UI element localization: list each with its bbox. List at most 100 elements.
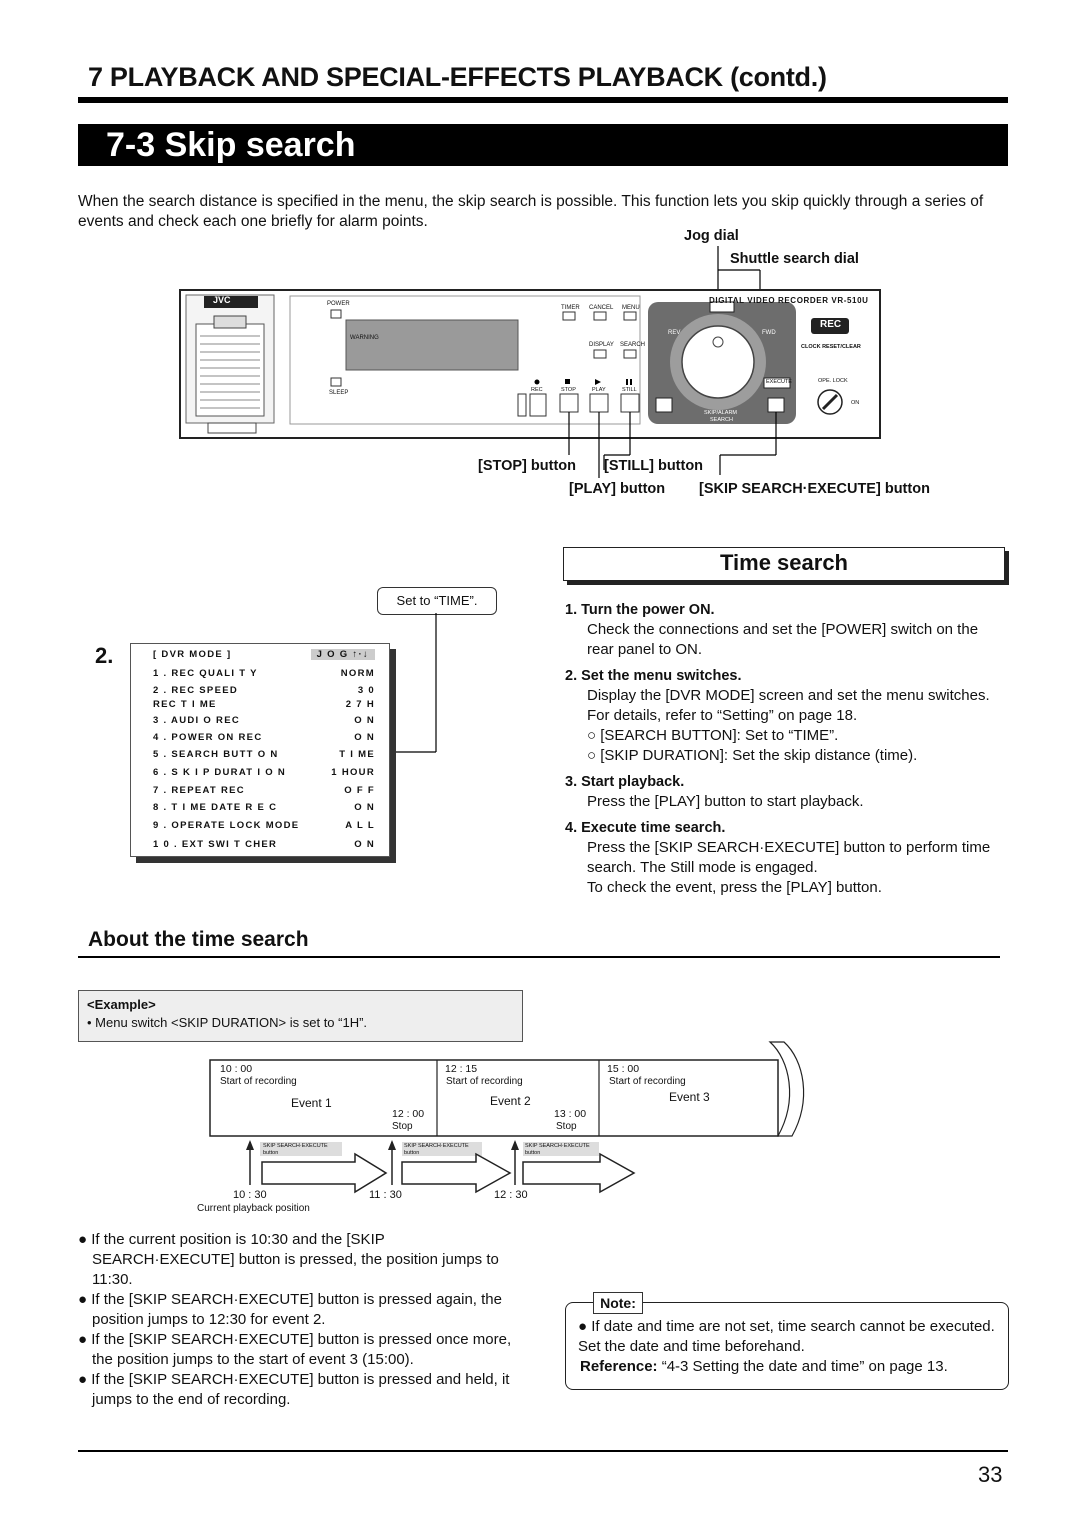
time-search-heading: Time search (719, 550, 848, 575)
event1-stop: 12 : 00 (392, 1108, 425, 1120)
position-3: 12 : 30 (494, 1189, 528, 1201)
step-4-text-2: To check the event, press the [PLAY] but… (587, 879, 882, 896)
still-button-label: [STILL] button (604, 458, 704, 474)
about-rule (78, 956, 1000, 958)
brand-logo: JVC (213, 295, 231, 305)
play-button-label: [PLAY] button (569, 481, 666, 497)
event3-start-label: Start of recording (609, 1076, 686, 1087)
step-2-option-2: ○ [SKIP DURATION]: Set the skip distance… (587, 747, 918, 764)
dvr-front-panel (179, 246, 881, 478)
note-reference: Reference: “4-3 Setting the date and tim… (580, 1358, 948, 1375)
dvr-mode-menu-screen: [ DVR MODE ] J O G ↑·↓ 1 . REC QUALI T Y… (130, 643, 390, 857)
step-2-option-1: ○ [SEARCH BUTTON]: Set to “TIME”. (587, 727, 839, 744)
rec-label: REC (531, 387, 543, 393)
step-3-text: Press the [PLAY] button to start playbac… (587, 793, 864, 810)
example-text: • Menu switch <SKIP DURATION> is set to … (87, 1015, 368, 1030)
timeline-diagram (209, 1041, 805, 1194)
execute-label: EXECUTE (766, 379, 792, 385)
bullet-item: ● If the [SKIP SEARCH·EXECUTE] button is… (78, 1331, 512, 1368)
set-to-callout: Set to “TIME”. (377, 587, 497, 615)
bullet-list: ● If the current position is 10:30 and t… (78, 1230, 528, 1410)
bullet-item: ● If the [SKIP SEARCH·EXECUTE] button is… (78, 1291, 502, 1328)
power-label: POWER (327, 301, 350, 307)
display-label: DISPLAY (589, 342, 614, 348)
time-search-steps: 1. Turn the power ON. Check the connecti… (565, 600, 1005, 898)
step-4-title: 4. Execute time search. (565, 820, 726, 836)
warning-label: WARNING (350, 335, 379, 341)
cancel-label: CANCEL (589, 305, 614, 311)
fwd-label: FWD (762, 330, 776, 336)
footer-rule (78, 1450, 1008, 1452)
chapter-rule (78, 97, 1008, 103)
bullet-item: ● If the current position is 10:30 and t… (78, 1231, 499, 1288)
step-1-title: 1. Turn the power ON. (565, 602, 715, 618)
sleep-label: SLEEP (329, 390, 349, 396)
about-heading: About the time search (88, 928, 309, 951)
chapter-title: 7 PLAYBACK AND SPECIAL-EFFECTS PLAYBACK … (88, 62, 827, 92)
jog-dial-label: Jog dial (684, 228, 739, 244)
note-tag: Note: (593, 1292, 643, 1314)
skip-button-tag-sub: button (404, 1150, 420, 1156)
skip-button-tag: SKIP SEARCH·EXECUTE (404, 1143, 469, 1149)
current-position-label: Current playback position (197, 1203, 310, 1214)
event2-start-label: Start of recording (446, 1076, 523, 1087)
skip-alarm-label: SKIP/ALARM (704, 410, 738, 416)
time-search-heading-box: Time search (563, 547, 1005, 581)
example-title: <Example> (87, 997, 156, 1012)
play-label: PLAY (592, 387, 606, 393)
event1-start: 10 : 00 (220, 1063, 253, 1075)
event1-name: Event 1 (291, 1096, 332, 1110)
section-bar: 7-3 Skip search (78, 124, 1008, 166)
position-1: 10 : 30 (233, 1189, 267, 1201)
event2-stop: 13 : 00 (554, 1108, 587, 1120)
timer-label: TIMER (561, 305, 580, 311)
intro-paragraph: When the search distance is specified in… (78, 193, 984, 230)
menu-jog: J O G ↑·↓ (310, 649, 375, 660)
on-label: ON (851, 400, 860, 406)
still-label: STILL (622, 387, 637, 393)
note-text: ● If date and time are not set, time sea… (578, 1318, 995, 1355)
event1-start-label: Start of recording (220, 1076, 297, 1087)
step-2-text: Display the [DVR MODE] screen and set th… (587, 687, 990, 724)
event2-name: Event 2 (490, 1094, 531, 1108)
skip-button-tag-sub: button (525, 1150, 541, 1156)
section-title: 7-3 Skip search (106, 126, 356, 164)
set-to-arrow (386, 613, 437, 756)
step-1-text: Check the connections and set the [POWER… (587, 621, 979, 658)
event3-name: Event 3 (669, 1090, 710, 1104)
stop-button-label: [STOP] button (478, 458, 576, 474)
menu-title: [ DVR MODE ] (153, 649, 232, 660)
example-box: <Example> • Menu switch <SKIP DURATION> … (78, 990, 523, 1042)
ope-lock-label: OPE. LOCK (818, 378, 848, 384)
model-label: DIGITAL VIDEO RECORDER VR-510U (709, 296, 869, 305)
event2-stop-label: Stop (556, 1121, 577, 1132)
step-3-title: 3. Start playback. (565, 774, 685, 790)
skip-button-tag: SKIP SEARCH·EXECUTE (263, 1143, 328, 1149)
skip-button-tag-sub: button (263, 1150, 279, 1156)
rev-label: REV (668, 330, 681, 336)
menu-header: [ DVR MODE ] J O G ↑·↓ (153, 649, 375, 660)
step-4-text: Press the [SKIP SEARCH·EXECUTE] button t… (587, 839, 991, 876)
search-label: SEARCH (620, 342, 646, 348)
event2-start: 12 : 15 (445, 1063, 478, 1075)
skip-button-label: [SKIP SEARCH·EXECUTE] button (699, 481, 930, 497)
skip-button-tag: SKIP SEARCH·EXECUTE (525, 1143, 590, 1149)
clock-reset-label: CLOCK RESET/CLEAR (801, 344, 861, 350)
rec-badge: REC (820, 319, 842, 330)
event1-stop-label: Stop (392, 1121, 413, 1132)
search2-label: SEARCH (710, 417, 733, 423)
step-2-title: 2. Set the menu switches. (565, 668, 742, 684)
bullet-item: ● If the [SKIP SEARCH·EXECUTE] button is… (78, 1371, 510, 1408)
page-number: 33 (978, 1462, 1003, 1487)
